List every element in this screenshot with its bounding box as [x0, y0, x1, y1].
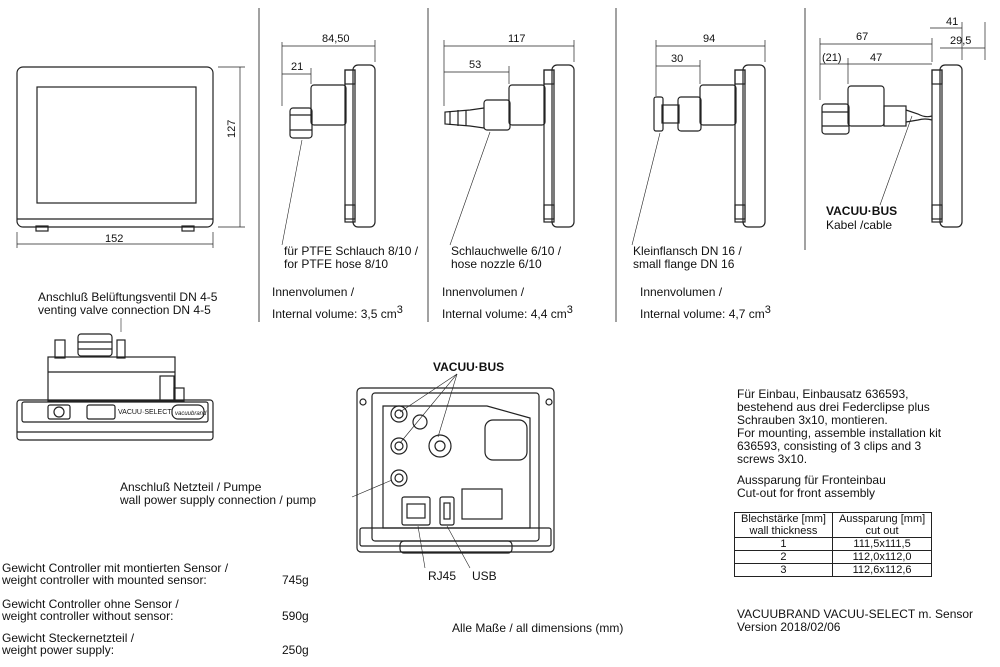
- power-label-de: Anschluß Netzteil / Pumpe: [120, 480, 262, 494]
- side1-label-de: für PTFE Schlauch 8/10 /: [284, 244, 419, 258]
- brand-logo: vacuubrand: [175, 411, 207, 417]
- side-view-hose-nozzle: [443, 40, 575, 246]
- dim-height: 127: [226, 119, 238, 138]
- weight-1-en: weight controller with mounted sensor:: [2, 573, 207, 587]
- side1-vol-value: Internal volume: 3,5 cm3: [272, 304, 403, 321]
- all-dimensions-note: Alle Maße / all dimensions (mm): [452, 621, 624, 635]
- side3-vol-value: Internal volume: 4,7 cm3: [640, 304, 771, 321]
- cable-label: Kabel /cable: [826, 218, 893, 232]
- side-view-vacuu-bus-cable: [819, 22, 986, 228]
- dim-top-2: 117: [508, 33, 526, 45]
- header-wall-thickness: Blechstärke [mm]wall thickness: [734, 512, 833, 538]
- dim-cable-47: 47: [870, 52, 883, 64]
- rear-bus-label: VACUU·BUS: [433, 360, 505, 374]
- rj45-port: [401, 496, 431, 526]
- footer-product: VACUUBRAND VACUU-SELECT m. Sensor: [737, 607, 974, 621]
- vent-label-en: venting valve connection DN 4-5: [38, 303, 211, 317]
- weight-2-de: Gewicht Controller ohne Sensor /: [2, 597, 179, 611]
- usb-port: [439, 496, 455, 526]
- cutout-table: Blechstärke [mm]wall thickness Aussparun…: [734, 512, 933, 577]
- dim-width: 152: [105, 233, 124, 245]
- mounting-line-2: bestehend aus drei Federclipse plus: [737, 400, 930, 414]
- header-cut-out: Aussparung [mm]cut out: [831, 512, 933, 538]
- dim-top-1: 84,50: [322, 33, 350, 45]
- top-view: [16, 318, 214, 441]
- weight-3-en: weight power supply:: [2, 643, 115, 657]
- side-view-ptfe-hose: [281, 40, 376, 246]
- dim-cable-21: (21): [822, 52, 842, 64]
- dim-inner-3: 30: [671, 53, 684, 65]
- footer-version: Version 2018/02/06: [737, 620, 841, 634]
- dim-top-3: 94: [703, 33, 716, 45]
- mounting-line-1: Für Einbau, Einbausatz 636593,: [737, 387, 909, 401]
- brand-label: VACUU·SELECT: [118, 409, 172, 416]
- weight-1-value: 745g: [282, 573, 309, 587]
- side3-label-de: Kleinflansch DN 16 /: [633, 244, 742, 258]
- side-view-small-flange: [631, 40, 766, 246]
- vent-label-de: Anschluß Belüftungsventil DN 4-5: [38, 290, 218, 304]
- mounting-line-3: Schrauben 3x10, montieren.: [737, 413, 888, 427]
- dim-inner-1: 21: [291, 61, 304, 73]
- side1-vol-label: Innenvolumen /: [272, 285, 355, 299]
- front-view: [16, 66, 245, 248]
- power-label-en: wall power supply connection / pump: [120, 493, 317, 507]
- power-icon: [53, 406, 65, 418]
- usb-label: USB: [472, 569, 497, 583]
- cable-bus-label: VACUU·BUS: [826, 204, 898, 218]
- side2-label-de: Schlauchwelle 6/10 /: [451, 244, 562, 258]
- side2-vol-value: Internal volume: 4,4 cm3: [442, 304, 573, 321]
- table-cell: 3: [734, 563, 833, 577]
- table-cell: 112,6x112,6: [831, 563, 933, 577]
- table-cell: 111,5x111,5: [831, 537, 933, 551]
- weight-2-en: weight controller without sensor:: [2, 609, 174, 623]
- side2-label-en: hose nozzle 6/10: [451, 257, 542, 271]
- table-header-row: Blechstärke [mm]wall thickness Aussparun…: [734, 512, 933, 538]
- mounting-line-6: screws 3x10.: [737, 452, 808, 466]
- cutout-title-de: Aussparung für Fronteinbau: [737, 473, 886, 487]
- dim-cable-29-5: 29,5: [950, 35, 972, 47]
- rear-view: [351, 373, 555, 569]
- side3-vol-label: Innenvolumen /: [640, 285, 723, 299]
- dim-cable-total: 67: [856, 31, 869, 43]
- table-cell: 2: [734, 550, 833, 564]
- view-separators: [258, 8, 806, 322]
- cutout-title-en: Cut-out for front assembly: [737, 486, 876, 500]
- table-cell: 112,0x112,0: [831, 550, 933, 564]
- mounting-line-5: 636593, consisting of 3 clips and 3: [737, 439, 922, 453]
- side2-vol-label: Innenvolumen /: [442, 285, 525, 299]
- rj45-label: RJ45: [428, 569, 457, 583]
- dim-inner-2: 53: [469, 59, 482, 71]
- side3-label-en: small flange DN 16: [633, 257, 735, 271]
- dim-cable-41: 41: [946, 16, 959, 28]
- mounting-line-4: For mounting, assemble installation kit: [737, 426, 942, 440]
- side1-label-en: for PTFE hose 8/10: [284, 257, 389, 271]
- table-cell: 1: [734, 537, 833, 551]
- weight-3-de: Gewicht Steckernetzteil /: [2, 631, 135, 645]
- weight-3-value: 250g: [282, 643, 309, 657]
- weight-2-value: 590g: [282, 609, 309, 623]
- weight-1-de: Gewicht Controller mit montierten Sensor…: [2, 561, 229, 575]
